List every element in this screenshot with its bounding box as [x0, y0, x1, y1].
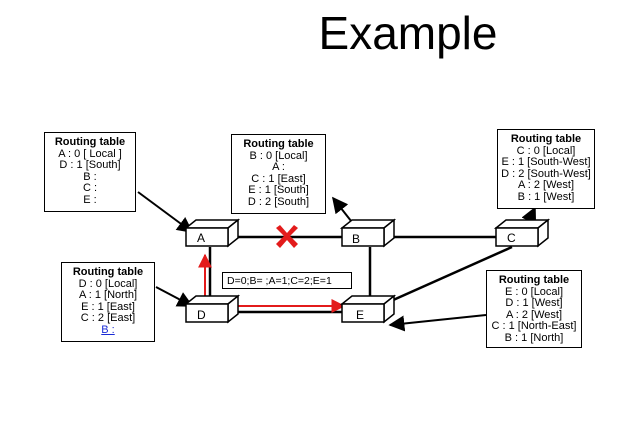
routing-table-header: Routing table	[72, 266, 144, 278]
routing-table-b: Routing table B : 0 [Local] A : C : 1 [E…	[231, 134, 326, 214]
routing-table-row: C : 2 [East]	[80, 312, 136, 324]
routing-table-row: D : 1 [West]	[505, 297, 563, 309]
routing-table-row: E : 1 [South-West]	[501, 156, 591, 168]
routing-table-d: Routing table D : 0 [Local] A : 1 [North…	[61, 262, 155, 342]
router-d-label: D	[197, 308, 206, 322]
routing-table-row: E : 1 [East]	[81, 300, 135, 313]
router-c	[493, 218, 551, 248]
routing-table-row: B : 1 [North]	[504, 331, 564, 344]
routing-table-e: Routing table E : 0 [Local] D : 1 [West]…	[486, 270, 582, 348]
routing-table-row: D : 1 [South]	[59, 159, 121, 171]
pointer-table-a	[137, 191, 194, 233]
routing-table-row: C : 1 [North-East]	[491, 320, 577, 332]
routing-table-row: B : 1 [West]	[517, 190, 575, 203]
routing-table-row: A :	[272, 161, 285, 173]
routing-table-row: D : 2 [South-West]	[501, 167, 591, 180]
router-e	[339, 294, 397, 324]
routing-table-c: Routing table C : 0 [Local] E : 1 [South…	[497, 129, 595, 209]
routing-table-row: E : 1 [South]	[248, 184, 309, 196]
routing-table-row: A : 2 [West]	[505, 308, 563, 321]
routing-table-row: D : 0 [Local]	[78, 277, 138, 290]
routing-table-row: A : 2 [West]	[517, 179, 575, 191]
routing-table-header: Routing table	[498, 274, 570, 286]
routing-table-row-link[interactable]: B :	[101, 323, 115, 336]
cross-mark-icon	[276, 225, 298, 248]
router-e-label: E	[356, 308, 365, 322]
routing-table-row: A : 0 [ Local ]	[58, 147, 122, 160]
link-c-e	[381, 245, 513, 307]
routing-table-header: Routing table	[54, 136, 126, 148]
routing-table-row: D : 2 [South]	[247, 195, 310, 208]
router-b	[339, 218, 397, 248]
router-c-label: C	[507, 231, 516, 245]
routing-table-row: B : 0 [Local]	[249, 149, 308, 162]
pointer-table-d	[155, 286, 194, 307]
router-a-label: A	[197, 231, 206, 245]
router-a	[183, 218, 241, 248]
routing-table-row: A : 1 [North]	[78, 289, 138, 301]
routing-table-header: Routing table	[243, 138, 314, 150]
distance-vector-message: D=0;B= ;A=1;C=2;E=1	[222, 272, 352, 289]
router-b-label: B	[352, 232, 361, 246]
routing-table-row: B :	[83, 170, 97, 183]
routing-table-row: C : 0 [Local]	[516, 144, 576, 157]
pointer-table-e	[388, 314, 487, 332]
routing-table-row: E : 0 [Local]	[504, 285, 564, 298]
routing-table-header: Routing table	[510, 133, 582, 145]
routing-table-row: E :	[83, 193, 97, 206]
routing-table-row: C :	[82, 182, 98, 194]
routing-table-row: C : 1 [East]	[251, 172, 306, 185]
page-title: Example	[318, 7, 498, 59]
routing-table-a: Routing table A : 0 [ Local ] D : 1 [Sou…	[44, 132, 136, 212]
router-d	[183, 294, 241, 324]
